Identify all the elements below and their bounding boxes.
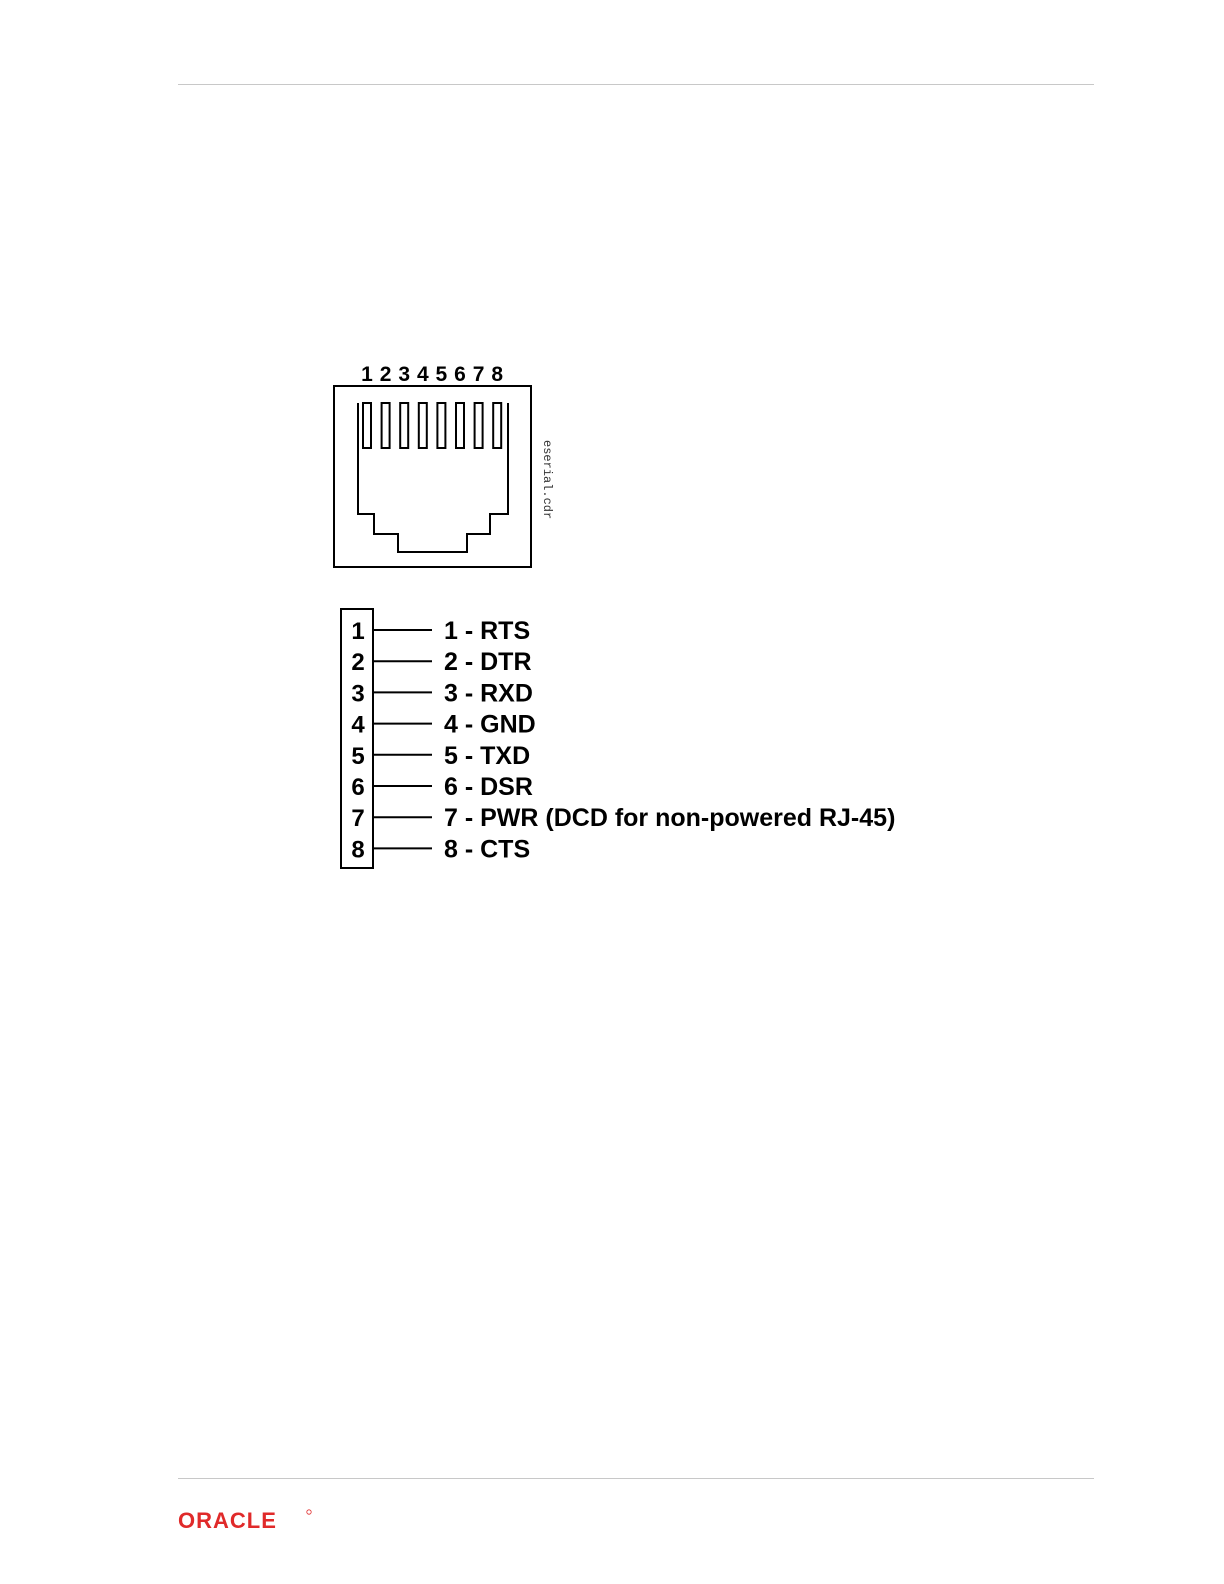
top-pin-number: 5 [436,363,448,386]
pin-label: 4 - GND [444,711,536,739]
oracle-logo: ORACLE [178,1506,318,1536]
top-pin-number: 8 [491,363,503,386]
pin-number: 7 [351,805,364,832]
pin-row-4: 4 4 - GND [351,711,535,739]
pinout-legend: 1 1 - RTS 2 2 - DTR 3 3 - RXD 4 4 - GND 5 5 - TXD… [341,609,895,868]
contact-6 [456,403,464,448]
contact-5 [437,403,445,448]
footer-rule [178,1478,1094,1479]
contact-4 [419,403,427,448]
top-pin-number: 6 [454,363,466,386]
pin-row-8: 8 8 - CTS [351,835,530,863]
contact-3 [400,403,408,448]
pin-number: 8 [351,836,364,863]
pin-number: 1 [351,618,364,645]
top-pin-number: 3 [398,363,410,386]
pin-row-1: 1 1 - RTS [351,617,530,645]
pin-number: 4 [351,712,365,739]
top-pin-number: 7 [473,363,485,386]
pin-label: 3 - RXD [444,679,533,707]
pin-number: 5 [351,743,364,770]
contact-1 [363,403,371,448]
contact-group [363,403,501,448]
pin-label: 6 - DSR [444,773,533,801]
top-pin-number: 2 [380,363,392,386]
oracle-logo-text: ORACLE [178,1508,277,1533]
pin-number: 2 [351,649,364,676]
pin-row-6: 6 6 - DSR [351,773,533,801]
contact-2 [382,403,390,448]
pin-label: 2 - DTR [444,648,532,676]
connector-socket-outline [358,403,508,552]
pin-label: 8 - CTS [444,835,530,863]
top-pin-number: 4 [417,363,429,386]
file-tag: eserial.cdr [540,440,554,519]
pin-row-3: 3 3 - RXD [351,679,533,707]
pin-label: 1 - RTS [444,617,530,645]
pin-label: 7 - PWR (DCD for non-powered RJ-45) [444,804,895,832]
pin-rows: 1 1 - RTS 2 2 - DTR 3 3 - RXD 4 4 - GND 5 5 - TXD… [351,617,895,863]
pin-number: 6 [351,774,364,801]
top-pin-number: 1 [361,363,373,386]
pin-row-2: 2 2 - DTR [351,648,531,676]
contact-8 [493,403,501,448]
pin-row-5: 5 5 - TXD [351,742,530,770]
pin-label: 5 - TXD [444,742,530,770]
pin-row-7: 7 7 - PWR (DCD for non-powered RJ-45) [351,804,895,832]
pin-number: 3 [351,680,364,707]
registered-mark-icon [307,1510,311,1514]
contact-7 [475,403,483,448]
